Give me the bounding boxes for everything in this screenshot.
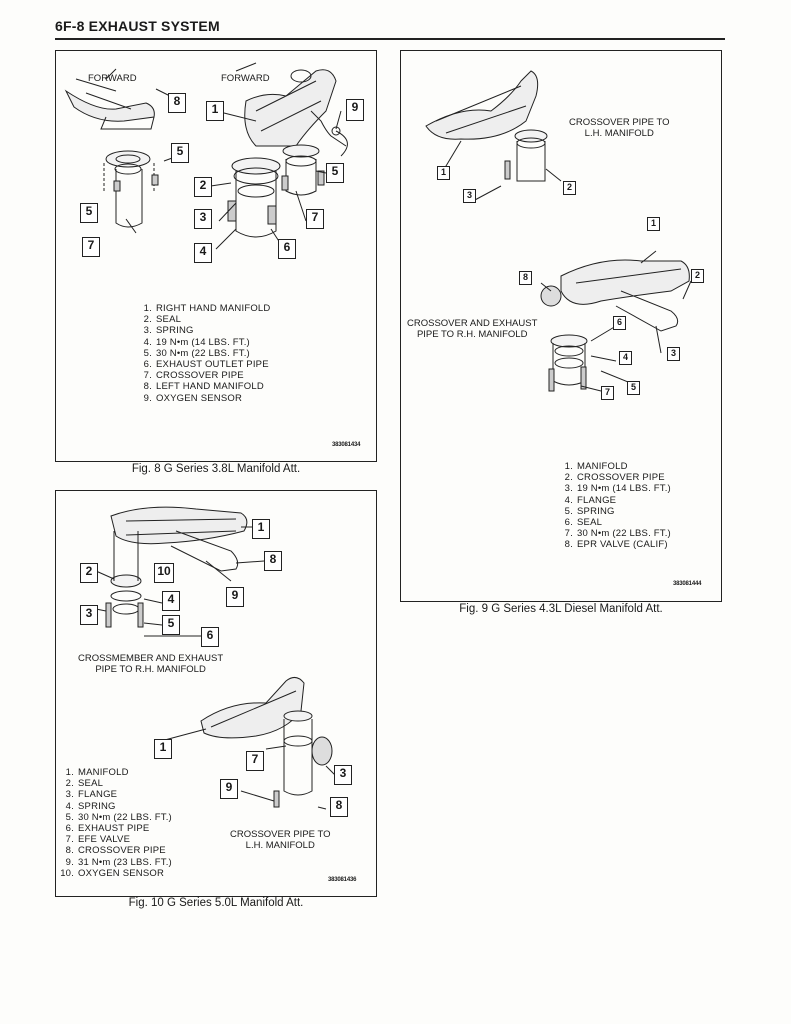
fig9-callout-3-mid: 3 bbox=[667, 347, 680, 361]
fig9-label-top: CROSSOVER PIPE TO L.H. MANIFOLD bbox=[569, 117, 670, 139]
legend-item: 9.OXYGEN SENSOR bbox=[143, 392, 243, 404]
fig9-callout-3-top: 3 bbox=[463, 189, 476, 203]
fig9-callout-1-mid: 1 bbox=[647, 217, 660, 231]
legend-item: 4.FLANGE bbox=[564, 494, 617, 506]
fig8-callout-5-left: 5 bbox=[80, 203, 98, 223]
page-header: 6F-8 EXHAUST SYSTEM bbox=[55, 18, 725, 40]
fig8-callout-5-top: 5 bbox=[171, 143, 189, 163]
legend-item: 7.CROSSOVER PIPE bbox=[143, 370, 244, 382]
fig9-legend: 1.MANIFOLD 2.CROSSOVER PIPE 3.19 N•m (14… bbox=[557, 461, 671, 551]
legend-item: 7.EFE VALVE bbox=[65, 834, 131, 846]
legend-item: 3.SPRING bbox=[143, 325, 194, 337]
fig8-caption: Fig. 8 G Series 3.8L Manifold Att. bbox=[131, 463, 301, 475]
fig8-callout-5-right: 5 bbox=[326, 163, 344, 183]
fig8-callout-4: 4 bbox=[194, 243, 212, 263]
legend-item: 6.EXHAUST PIPE bbox=[65, 823, 150, 835]
figure-10-panel: CROSSMEMBER AND EXHAUST PIPE TO R.H. MAN… bbox=[55, 490, 377, 897]
fig10-callout-10: 10 bbox=[154, 563, 174, 583]
fig9-caption: Fig. 9 G Series 4.3L Diesel Manifold Att… bbox=[459, 603, 663, 615]
legend-item: 4.19 N•m (14 LBS. FT.) bbox=[143, 336, 250, 348]
fig10-callout-7: 7 bbox=[246, 751, 264, 771]
fig8-callout-2: 2 bbox=[194, 177, 212, 197]
legend-item: 5.SPRING bbox=[564, 505, 615, 517]
figure-9-illustration bbox=[425, 70, 692, 392]
legend-item: 3.FLANGE bbox=[65, 789, 118, 801]
legend-item: 7.30 N•m (22 LBS. FT.) bbox=[564, 528, 671, 540]
fig8-callout-8: 8 bbox=[168, 93, 186, 113]
header-rule bbox=[55, 38, 725, 40]
legend-item: 1.MANIFOLD bbox=[564, 461, 628, 472]
fig10-callout-6: 6 bbox=[201, 627, 219, 647]
fig8-callout-1: 1 bbox=[206, 101, 224, 121]
fig10-callout-3-bottom: 3 bbox=[334, 765, 352, 785]
legend-item: 5.30 N•m (22 LBS. FT.) bbox=[143, 347, 250, 359]
fig10-callout-8-bottom: 8 bbox=[330, 797, 348, 817]
fig9-callout-4: 4 bbox=[619, 351, 632, 365]
fig9-callout-2-top: 2 bbox=[563, 181, 576, 195]
legend-item: 10.OXYGEN SENSOR bbox=[60, 867, 165, 879]
fig10-label-mid: CROSSMEMBER AND EXHAUST PIPE TO R.H. MAN… bbox=[78, 653, 224, 675]
fig8-callout-7-left: 7 bbox=[82, 237, 100, 257]
fig10-callout-9-top: 9 bbox=[226, 587, 244, 607]
figure-8-panel: FORWARD FORWARD 8 1 9 5 2 5 5 3 7 7 4 6 … bbox=[55, 50, 377, 462]
fig10-label-bottom: CROSSOVER PIPE TO L.H. MANIFOLD bbox=[230, 829, 331, 851]
legend-item: 8.CROSSOVER PIPE bbox=[65, 845, 166, 857]
figure-8-illustration bbox=[64, 62, 348, 250]
fig9-callout-8: 8 bbox=[519, 271, 532, 285]
fig10-caption: Fig. 10 G Series 5.0L Manifold Att. bbox=[128, 897, 304, 909]
legend-item: 2.CROSSOVER PIPE bbox=[564, 472, 665, 484]
fig9-callout-7: 7 bbox=[601, 386, 614, 400]
forward-label-left: FORWARD bbox=[88, 73, 137, 84]
fig9-callout-6: 6 bbox=[613, 316, 626, 330]
legend-item: 2.SEAL bbox=[143, 314, 182, 326]
legend-item: 1.MANIFOLD bbox=[65, 767, 129, 778]
fig10-callout-1-top: 1 bbox=[252, 519, 270, 539]
figure-10-illustration bbox=[95, 506, 337, 810]
legend-item: 8.LEFT HAND MANIFOLD bbox=[143, 381, 264, 393]
fig10-callout-3-top: 3 bbox=[80, 605, 98, 625]
legend-item: 9.31 N•m (23 LBS. FT.) bbox=[65, 856, 172, 868]
fig9-code: 383081444 bbox=[673, 581, 702, 587]
fig10-callout-4: 4 bbox=[162, 591, 180, 611]
legend-item: 8.EPR VALVE (CALIF) bbox=[564, 539, 668, 551]
legend-item: 5.30 N•m (22 LBS. FT.) bbox=[65, 811, 172, 823]
legend-item: 2.SEAL bbox=[65, 778, 104, 790]
fig8-code: 383081434 bbox=[332, 442, 361, 448]
section-title: 6F-8 EXHAUST SYSTEM bbox=[55, 18, 220, 34]
fig9-callout-1-top: 1 bbox=[437, 166, 450, 180]
fig8-callout-7-right: 7 bbox=[306, 209, 324, 229]
legend-item: 6.EXHAUST OUTLET PIPE bbox=[143, 359, 269, 371]
fig10-legend: 1.MANIFOLD 2.SEAL 3.FLANGE 4.SPRING 5.30… bbox=[58, 767, 172, 879]
legend-item: 6.SEAL bbox=[564, 517, 603, 529]
fig8-callout-9: 9 bbox=[346, 99, 364, 121]
fig8-callout-3: 3 bbox=[194, 209, 212, 229]
fig8-callout-6: 6 bbox=[278, 239, 296, 259]
fig10-callout-1-bottom: 1 bbox=[154, 739, 172, 759]
figure-9-panel: CROSSOVER PIPE TO L.H. MANIFOLD CROSSOVE… bbox=[400, 50, 722, 602]
fig8-legend: 1.RIGHT HAND MANIFOLD 2.SEAL 3.SPRING 4.… bbox=[136, 303, 271, 404]
fig9-callout-5: 5 bbox=[627, 381, 640, 395]
fig10-callout-9-bottom: 9 bbox=[220, 779, 238, 799]
legend-item: 4.SPRING bbox=[65, 800, 116, 812]
fig10-code: 383081436 bbox=[328, 877, 357, 883]
forward-label-right: FORWARD bbox=[221, 73, 270, 84]
fig10-callout-8-top: 8 bbox=[264, 551, 282, 571]
fig10-callout-5: 5 bbox=[162, 615, 180, 635]
fig9-label-mid: CROSSOVER AND EXHAUST PIPE TO R.H. MANIF… bbox=[407, 318, 538, 340]
fig9-callout-2-mid: 2 bbox=[691, 269, 704, 283]
legend-item: 3.19 N•m (14 LBS. FT.) bbox=[564, 483, 671, 495]
legend-item: 1.RIGHT HAND MANIFOLD bbox=[143, 303, 271, 314]
fig10-callout-2: 2 bbox=[80, 563, 98, 583]
